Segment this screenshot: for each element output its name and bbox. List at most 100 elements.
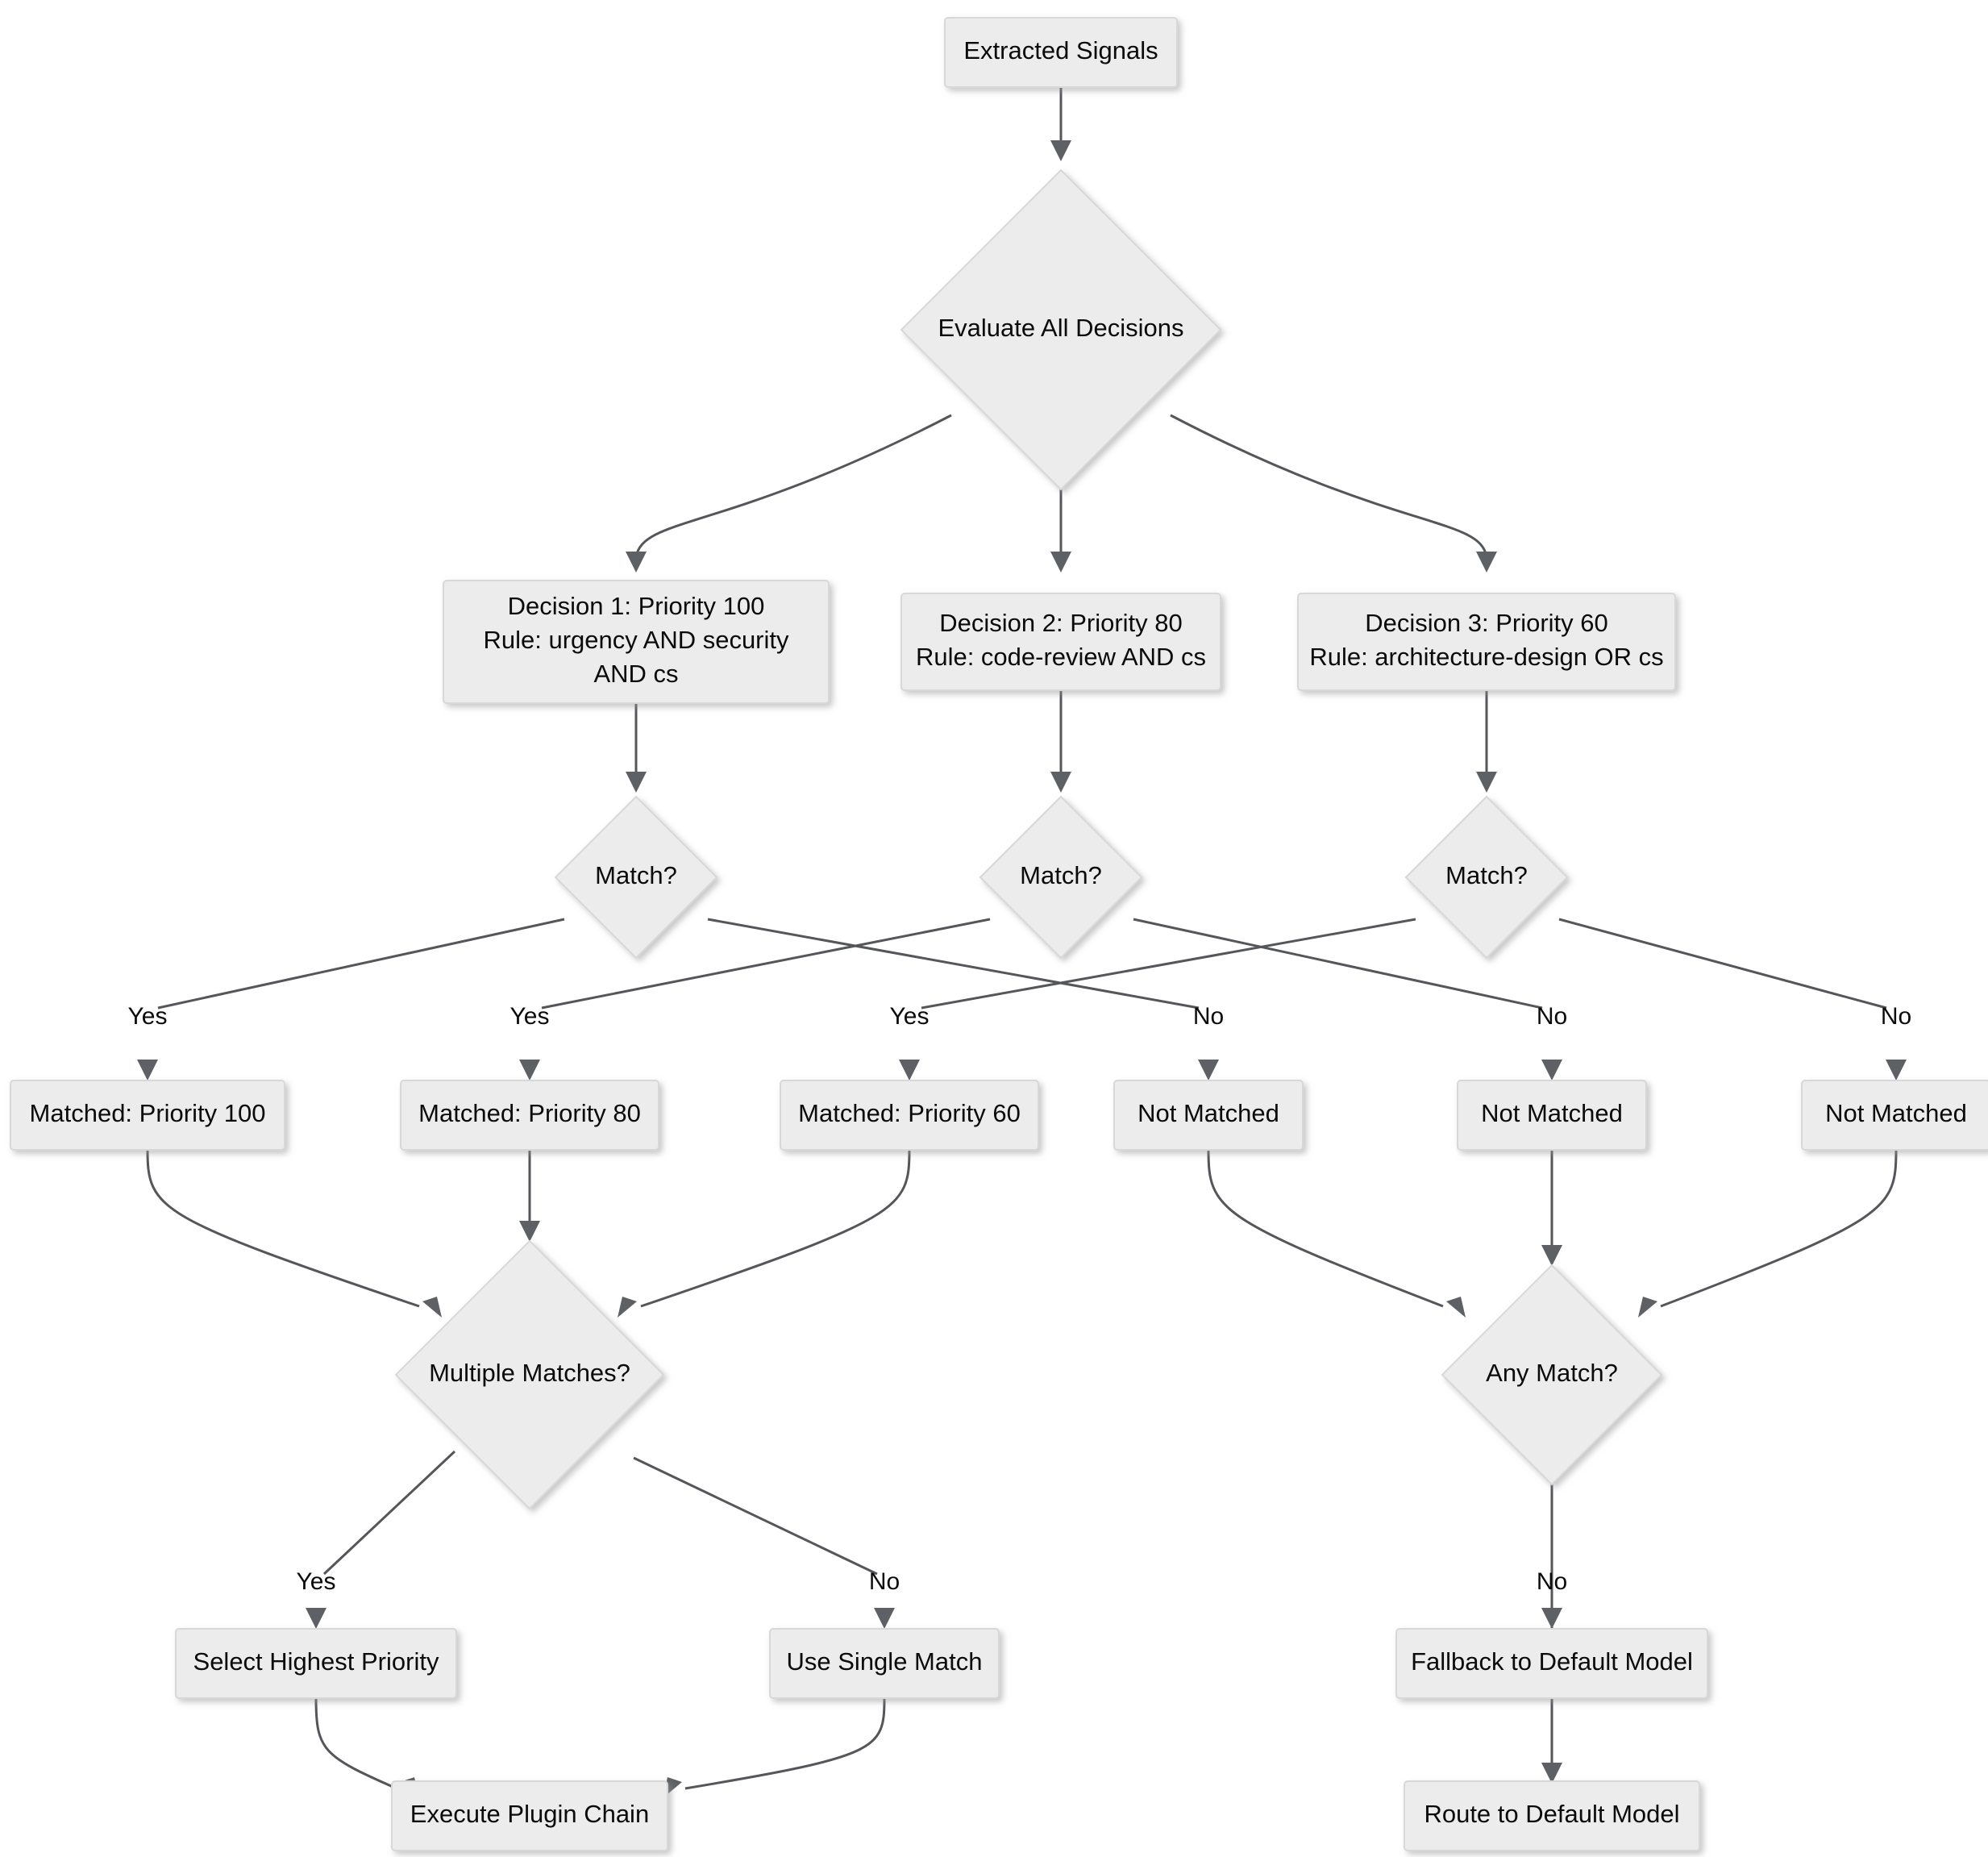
node-n_fallback[interactable]: Fallback to Default Model: [1395, 1628, 1708, 1699]
arrowhead-icon: [519, 1060, 540, 1080]
node-n_extracted[interactable]: Extracted Signals: [944, 17, 1178, 88]
arrowhead-icon: [1638, 1297, 1657, 1318]
edge-e21: [633, 1456, 895, 1629]
arrowhead-icon: [306, 1608, 326, 1629]
arrowhead-icon: [422, 1297, 442, 1318]
node-label: Matched: Priority 100: [30, 1099, 266, 1127]
edge-label: Yes: [128, 1003, 168, 1030]
node-shape-rect: [1113, 1080, 1304, 1151]
node-label: Match?: [595, 861, 677, 889]
edge-path: [1133, 918, 1543, 1010]
node-label: Not Matched: [1825, 1099, 1967, 1127]
node-label: Matched: Priority 80: [418, 1099, 641, 1127]
node-n_m100[interactable]: Matched: Priority 100: [10, 1080, 285, 1151]
edge-e22: [1541, 1484, 1562, 1629]
edge-e16: [618, 1149, 911, 1318]
node-shape-diamond: [1404, 795, 1569, 960]
node-n_match2[interactable]: Match?: [979, 795, 1143, 960]
arrowhead-icon: [899, 1060, 920, 1080]
edge-path: [1558, 918, 1887, 1010]
edge-label: No: [1537, 1568, 1567, 1595]
edge-path: [541, 918, 991, 1010]
arrowhead-icon: [1050, 772, 1071, 793]
edge-label: No: [1193, 1003, 1224, 1030]
node-label: Execute Plugin Chain: [410, 1800, 649, 1828]
node-shape-rect: [443, 580, 830, 704]
edge-path: [633, 1456, 878, 1576]
node-n_nm2[interactable]: Not Matched: [1457, 1080, 1647, 1151]
node-label: Match?: [1020, 861, 1102, 889]
edge-e7: [1476, 690, 1497, 793]
arrowhead-icon: [1198, 1060, 1219, 1080]
arrowhead-icon: [1050, 140, 1071, 161]
arrowhead-icon: [1886, 1060, 1907, 1080]
node-shape-rect: [780, 1080, 1039, 1151]
node-n_evaluate[interactable]: Evaluate All Decisions: [900, 169, 1222, 491]
arrowhead-icon: [626, 552, 647, 573]
node-n_any[interactable]: Any Match?: [1441, 1264, 1663, 1486]
node-label: Fallback to Default Model: [1411, 1647, 1693, 1676]
node-label: Use Single Match: [787, 1647, 983, 1676]
edge-path: [314, 1697, 397, 1790]
node-shape-rect: [769, 1628, 1000, 1699]
node-shape-diamond: [394, 1239, 665, 1510]
node-n_match3[interactable]: Match?: [1404, 795, 1569, 960]
edge-label: No: [1537, 1003, 1567, 1030]
edge-path: [634, 414, 952, 557]
node-label: Matched: Priority 60: [798, 1099, 1021, 1127]
node-shape-rect: [1395, 1628, 1708, 1699]
edge-label: Yes: [890, 1003, 930, 1030]
arrowhead-icon: [1446, 1297, 1466, 1318]
node-label: Evaluate All Decisions: [938, 314, 1184, 342]
arrowhead-icon: [1541, 1245, 1562, 1266]
edge-e17: [1207, 1149, 1466, 1318]
node-label: Rule: architecture-design OR cs: [1309, 643, 1663, 671]
node-shape-rect: [900, 593, 1221, 691]
edge-e19: [1638, 1149, 1898, 1318]
node-n_m80[interactable]: Matched: Priority 80: [400, 1080, 659, 1151]
arrowhead-icon: [519, 1221, 540, 1242]
edge-path: [146, 1149, 420, 1308]
node-n_multi[interactable]: Multiple Matches?: [394, 1239, 665, 1510]
node-label: Multiple Matches?: [429, 1359, 630, 1387]
node-shape-rect: [944, 17, 1178, 88]
arrowhead-icon: [626, 772, 647, 793]
edge-label: Yes: [510, 1003, 550, 1030]
edge-path: [322, 1450, 456, 1576]
edge-e8: [137, 918, 565, 1080]
node-label: AND cs: [593, 660, 678, 688]
node-n_route[interactable]: Route to Default Model: [1404, 1780, 1700, 1851]
edge-label: No: [869, 1568, 900, 1595]
arrowhead-icon: [1541, 1060, 1562, 1080]
edge-path: [707, 918, 1200, 1010]
node-label: Rule: code-review AND cs: [916, 643, 1206, 671]
node-n_match1[interactable]: Match?: [554, 795, 718, 960]
node-n_nm3[interactable]: Not Matched: [1801, 1080, 1988, 1151]
node-shape-rect: [1404, 1780, 1700, 1851]
node-label: Any Match?: [1486, 1359, 1618, 1387]
edge-e4: [1170, 414, 1497, 573]
node-n_single[interactable]: Use Single Match: [769, 1628, 1000, 1699]
node-n_m60[interactable]: Matched: Priority 60: [780, 1080, 1039, 1151]
node-shape-diamond: [554, 795, 718, 960]
node-shape-rect: [10, 1080, 285, 1151]
edge-e3: [1050, 489, 1071, 573]
node-shape-diamond: [900, 169, 1222, 491]
node-n_select[interactable]: Select Highest Priority: [175, 1628, 457, 1699]
edge-e18: [1541, 1150, 1562, 1266]
edge-path: [921, 918, 1416, 1010]
node-n_execute[interactable]: Execute Plugin Chain: [391, 1780, 668, 1851]
node-label: Decision 1: Priority 100: [508, 592, 765, 620]
node-label: Not Matched: [1481, 1099, 1623, 1127]
node-shape-rect: [400, 1080, 659, 1151]
edge-e25: [1541, 1698, 1562, 1784]
arrowhead-icon: [1050, 552, 1071, 573]
node-n_nm1[interactable]: Not Matched: [1113, 1080, 1304, 1151]
